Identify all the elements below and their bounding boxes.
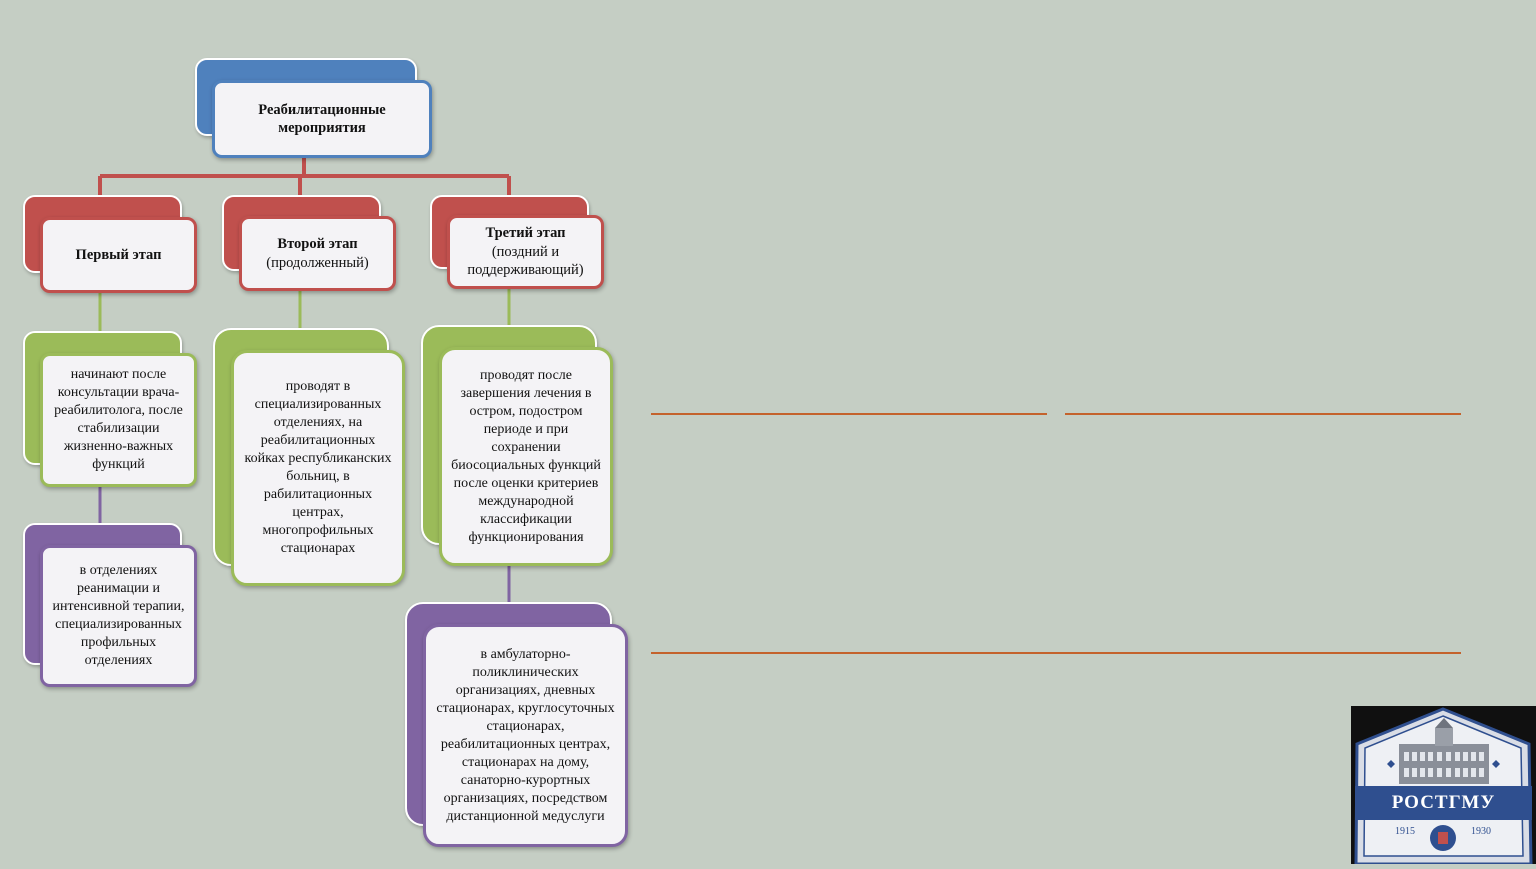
stage-title-3: Третий этап — [485, 225, 566, 242]
connector-lines — [98, 158, 511, 604]
logo-year-left: 1915 — [1395, 826, 1415, 837]
divider-line-left — [651, 413, 1047, 415]
logo-text: РОСТГМУ — [1351, 792, 1536, 814]
divider-line-right — [1065, 413, 1461, 415]
stage-subtitle-3: (поздний и поддерживающий) — [467, 243, 584, 279]
stage-title-1: Первый этап — [75, 246, 162, 263]
timing-text-3: проводят после завершения лечения в остр… — [451, 367, 601, 545]
timing-text-2: проводят в специализированных отделениях… — [244, 379, 392, 556]
university-logo: РОСТГМУ 1915 1930 — [1351, 706, 1536, 866]
logo-year-right: 1930 — [1471, 826, 1491, 837]
logo-emblem-icon — [1354, 707, 1533, 866]
place-text-2: в амбулаторно-поликлинических организаци… — [436, 646, 615, 824]
timing-text-1: начинают после консультации врача-реабил… — [54, 367, 183, 472]
stage-title-2: Второй этап — [277, 236, 358, 252]
root-label: Реабилитационные мероприятия — [258, 101, 386, 137]
stage-subtitle-2: (продолженный) — [266, 254, 369, 271]
divider-line-bottom — [651, 652, 1461, 654]
place-text-1: в отделениях реанимации и интенсивной те… — [52, 563, 185, 668]
logo-name: РОСТГМУ — [1391, 792, 1496, 813]
